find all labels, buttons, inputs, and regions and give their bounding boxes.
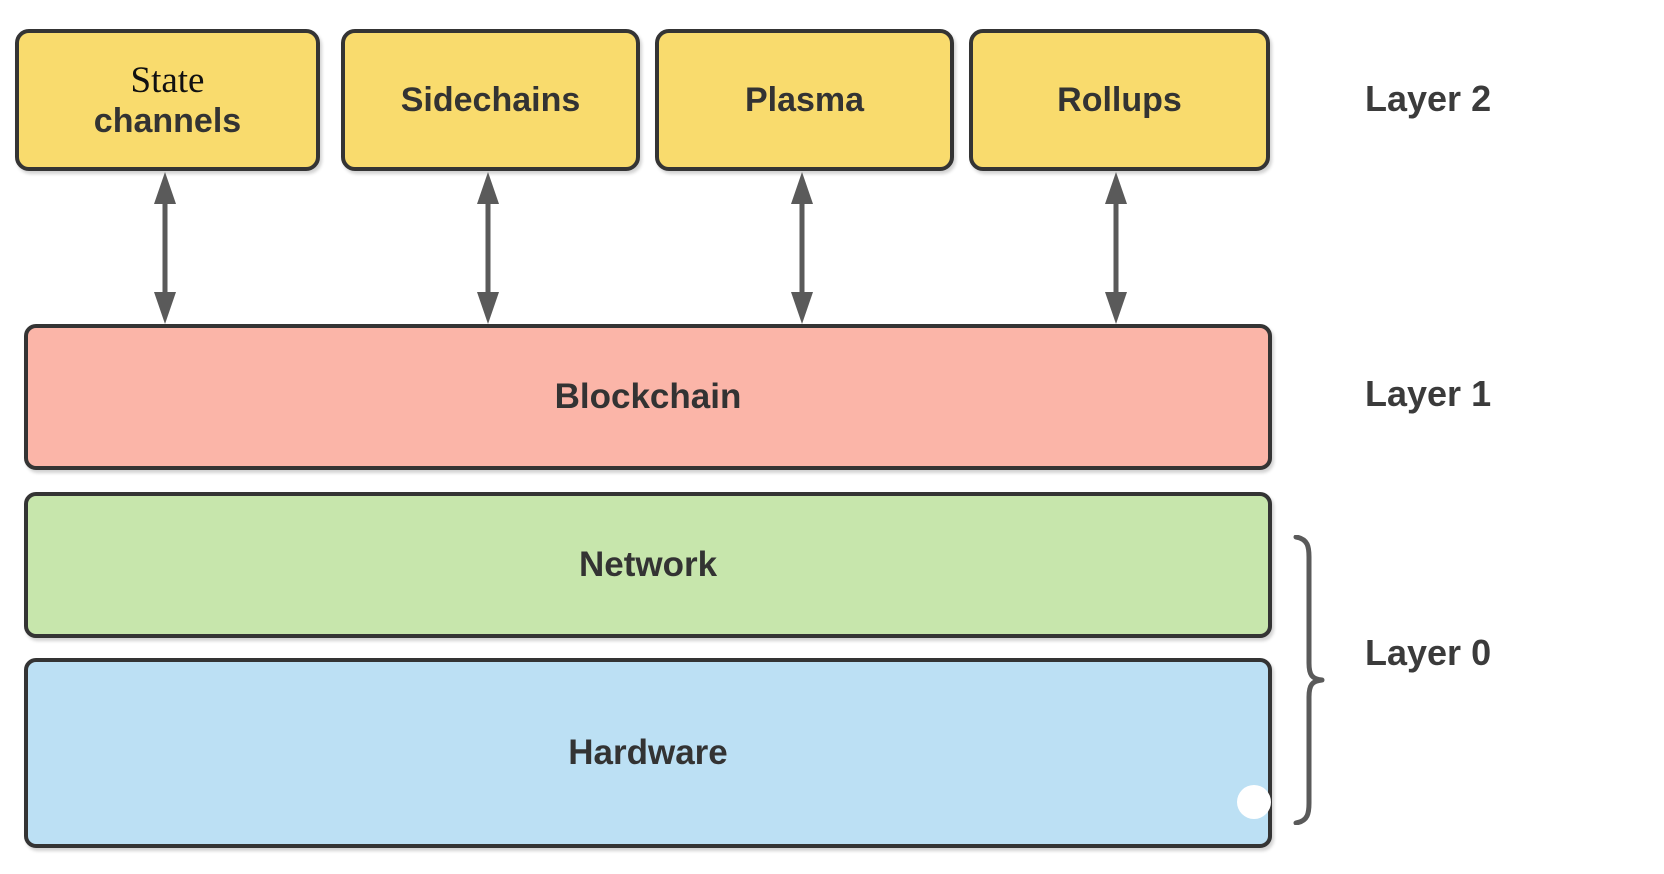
layer2-card-rollups[interactable]: Rollups: [969, 29, 1270, 171]
layer2-card-plasma[interactable]: Plasma: [655, 29, 954, 171]
layer0-bar-hardware[interactable]: Hardware: [24, 658, 1272, 848]
hardware-corner-artifact: [1237, 785, 1271, 819]
layer0-bar-network[interactable]: Network: [24, 492, 1272, 638]
double-arrow-icon-state-channels: [151, 172, 179, 324]
card-label-state-channels: State channels: [94, 60, 241, 140]
double-arrow-icon-sidechains: [474, 172, 502, 324]
bar-label-blockchain: Blockchain: [554, 377, 742, 416]
curly-brace-icon-layer-0: [1288, 535, 1338, 825]
bar-label-network: Network: [578, 545, 718, 584]
card-label-plasma: Plasma: [744, 80, 865, 119]
layer-label-layer-2: Layer 2: [1365, 78, 1492, 119]
card-label-sidechains: Sidechains: [400, 80, 581, 119]
layer-label-layer-0: Layer 0: [1365, 632, 1492, 673]
card-label-line-2: channels: [93, 101, 242, 140]
double-arrow-icon-rollups: [1102, 172, 1130, 324]
layer1-bar-blockchain[interactable]: Blockchain: [24, 324, 1272, 470]
bar-label-hardware: Hardware: [568, 733, 728, 772]
layer2-card-state-channels[interactable]: State channels: [15, 29, 320, 171]
layer2-card-sidechains[interactable]: Sidechains: [341, 29, 640, 171]
layer-label-layer-1: Layer 1: [1365, 373, 1492, 414]
card-label-line-1: State: [130, 60, 205, 102]
double-arrow-icon-plasma: [788, 172, 816, 324]
card-label-rollups: Rollups: [1057, 80, 1182, 119]
